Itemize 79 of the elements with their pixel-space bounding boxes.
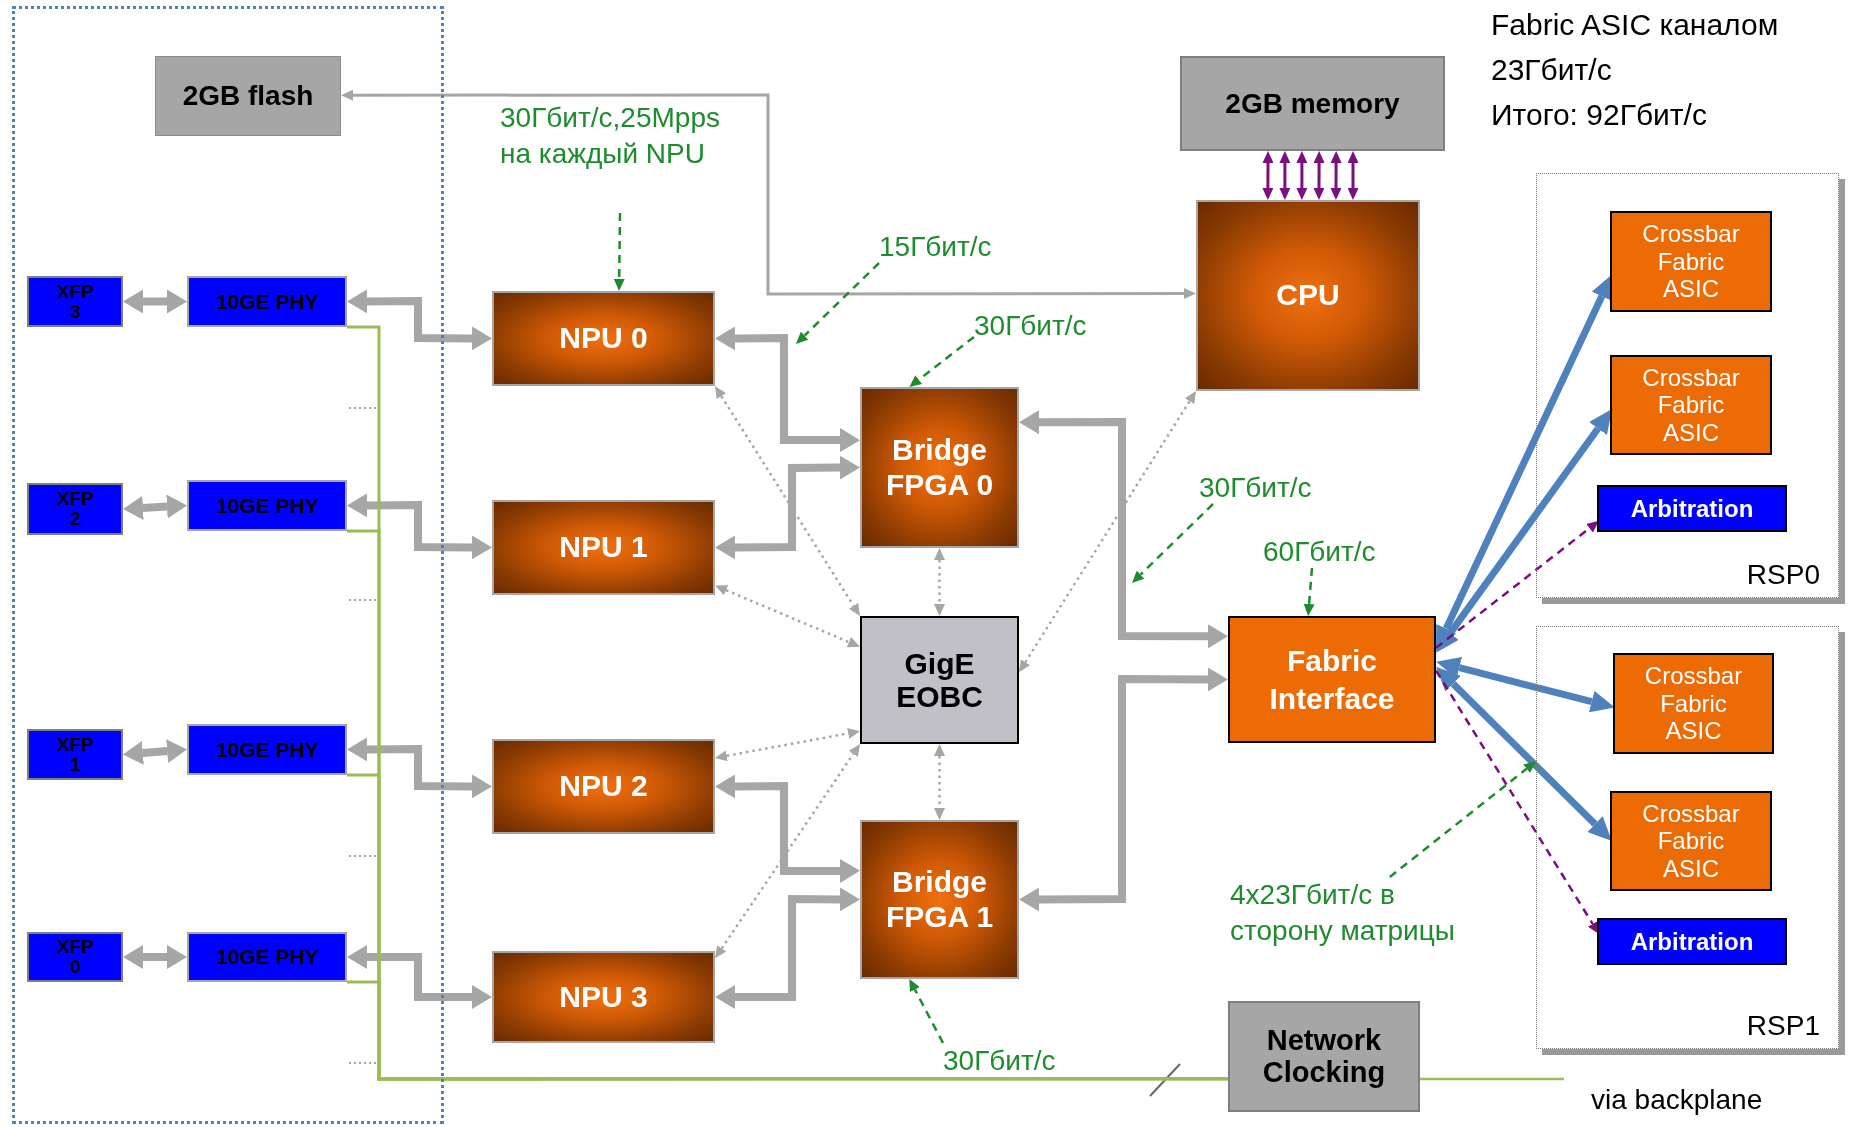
arrow	[715, 776, 860, 881]
annotation-text: 15Гбит/с	[879, 229, 1019, 263]
leader-line	[910, 335, 975, 387]
memory-box: 2GB memory	[1180, 56, 1445, 151]
clocking-box: Network Clocking	[1228, 1001, 1420, 1112]
annotation-text: 30Гбит/с	[1199, 470, 1339, 504]
phy-box: 10GE PHY	[187, 276, 347, 327]
arrow	[1438, 657, 1613, 713]
crossbar-box: Crossbar Fabric ASIC	[1610, 791, 1772, 891]
chip-box: CPU	[1196, 200, 1420, 391]
eobc-box: GigE EOBC	[860, 616, 1019, 744]
phy-box: 10GE PHY	[187, 724, 347, 775]
arrow	[1435, 521, 1599, 649]
arrow	[715, 585, 860, 648]
chip-box: NPU 2	[492, 739, 715, 834]
crossbar-box: Crossbar Fabric ASIC	[1610, 355, 1772, 455]
note-text: Fabric ASIC каналом 23Гбит/с	[1491, 7, 1780, 88]
arrow	[123, 947, 187, 967]
arrow	[1279, 152, 1291, 199]
leader-line	[909, 979, 945, 1044]
chip-box: NPU 3	[492, 951, 715, 1043]
chip-box: Bridge FPGA 1	[860, 820, 1019, 979]
arrow	[1019, 669, 1228, 910]
xfp-box: XFP 2	[27, 483, 123, 535]
line-card-panel	[12, 6, 444, 1124]
phy-box: 10GE PHY	[187, 480, 347, 531]
annotation-text: 30Гбит/с,25Mpps на каждый NPU	[500, 100, 750, 213]
arrow	[934, 745, 945, 819]
xfp-box: XFP 3	[27, 276, 123, 327]
arrow	[1330, 152, 1342, 199]
fabric-interface-box: Fabric Interface	[1228, 616, 1436, 743]
arrow	[342, 89, 1195, 300]
annotation-text: 30Гбит/с	[943, 1043, 1083, 1077]
arrow	[1019, 391, 1196, 672]
note-text: Итого: 92Гбит/с	[1491, 97, 1708, 133]
arrow	[1347, 152, 1359, 199]
arrow	[1296, 152, 1308, 199]
crossbar-box: Crossbar Fabric ASIC	[1610, 211, 1772, 312]
arrow	[122, 741, 188, 763]
leader-line	[613, 213, 625, 290]
arbitration-box: Arbitration	[1597, 918, 1787, 965]
arrow	[716, 728, 859, 762]
annotation-text: 4x23Гбит/с в сторону матрицы	[1230, 877, 1465, 992]
arbitration-box: Arbitration	[1597, 485, 1787, 532]
leader-line	[1303, 567, 1315, 615]
arrow	[1437, 410, 1611, 652]
clock-line	[347, 980, 1228, 1081]
arrow	[347, 947, 492, 1007]
arrow	[1262, 152, 1274, 199]
arrow	[123, 291, 187, 312]
arrow	[123, 496, 187, 518]
arrow	[347, 495, 492, 558]
phy-box: 10GE PHY	[187, 932, 347, 982]
arrow	[715, 457, 860, 558]
note-text: via backplane	[1591, 1083, 1764, 1117]
chip-box: NPU 0	[492, 291, 715, 386]
arrow	[715, 328, 860, 451]
leader-line	[1389, 762, 1536, 878]
arrow	[715, 386, 860, 616]
leader-line	[1132, 503, 1214, 583]
crossbar-box: Crossbar Fabric ASIC	[1613, 653, 1774, 754]
leader-line	[796, 262, 880, 344]
annotation-text: 60Гбит/с	[1263, 534, 1403, 568]
arrow	[715, 744, 860, 958]
node-label: RSP0	[1746, 559, 1820, 591]
arrow	[347, 739, 492, 797]
node-label: RSP1	[1746, 1010, 1820, 1042]
annotation-text: 30Гбит/с	[974, 308, 1114, 342]
arrow	[1019, 412, 1228, 647]
chip-box: NPU 1	[492, 500, 715, 595]
arrow	[347, 291, 492, 349]
xfp-box: XFP 1	[27, 729, 123, 780]
flash-box: 2GB flash	[155, 56, 341, 136]
arrow	[715, 889, 860, 1007]
arrow	[1437, 668, 1611, 840]
xfp-box: XFP 0	[27, 932, 123, 982]
arrow	[934, 549, 945, 615]
chip-box: Bridge FPGA 0	[860, 387, 1019, 548]
arrow	[1313, 152, 1325, 199]
